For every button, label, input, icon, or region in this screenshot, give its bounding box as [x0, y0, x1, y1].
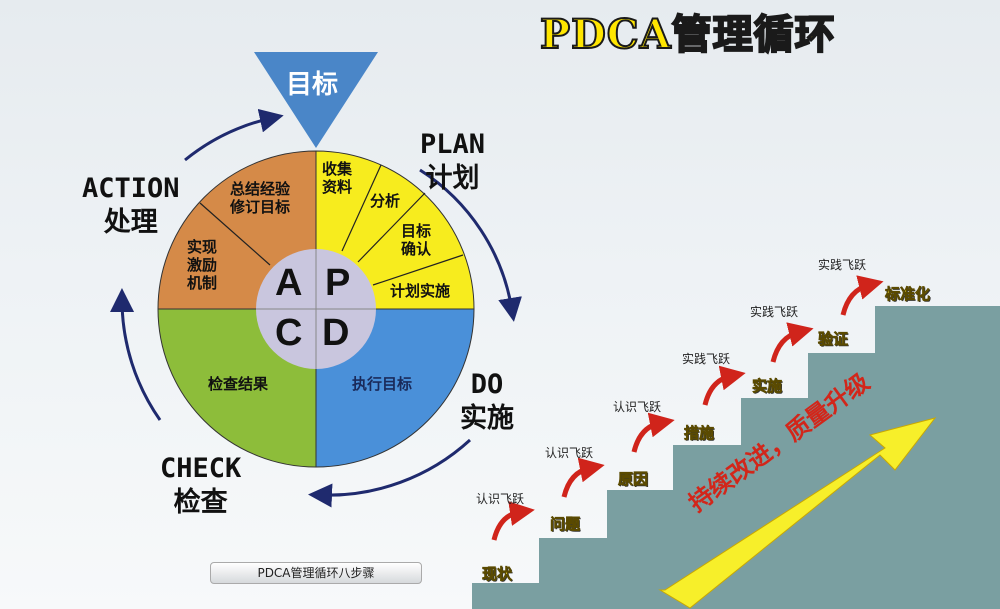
leap-label: 实践飞跃 [818, 258, 867, 272]
segment-execute: 执行目标 [352, 375, 413, 393]
leap-label: 实践飞跃 [750, 305, 799, 319]
segment-analyze: 分析 [370, 192, 401, 210]
leap-arrows [491, 275, 884, 541]
segment-check-results: 检查结果 [208, 375, 269, 393]
main-title: PDCA管理循环 [539, 10, 836, 59]
letter-p: P [325, 262, 351, 304]
step-label: 现状 [482, 565, 513, 584]
do-arrow [308, 438, 472, 508]
step-label: 标准化 [885, 285, 931, 304]
leap-label: 认识飞跃 [476, 492, 525, 506]
letter-a: A [275, 262, 303, 304]
step-label: 措施 [684, 424, 715, 443]
goal-triangle [254, 52, 378, 148]
step-label: 问题 [550, 515, 581, 534]
step-label: 实施 [752, 377, 783, 396]
check-arrow [110, 288, 162, 421]
plan-arrow [419, 168, 522, 322]
segment-summarize: 总结经验 修订目标 [230, 180, 291, 216]
leap-label: 认识飞跃 [545, 446, 594, 460]
action-arrow [184, 108, 284, 162]
caption-label: PDCA管理循环八步骤 [210, 562, 422, 584]
letter-c: C [275, 312, 303, 354]
leap-label: 实践飞跃 [682, 352, 731, 366]
goal-label: 目标 [286, 70, 339, 100]
staircase [472, 306, 1000, 609]
leap-label: 认识飞跃 [613, 400, 662, 414]
segment-incentive: 实现 激励 机制 [187, 238, 218, 292]
step-label: 原因 [618, 470, 649, 489]
improvement-arrow [658, 417, 937, 609]
step-label: 验证 [818, 330, 849, 349]
segment-plan-implement: 计划实施 [390, 282, 451, 300]
segment-dividers [199, 164, 464, 286]
letter-d: D [322, 312, 350, 354]
segment-confirm: 目标 确认 [401, 222, 432, 258]
segment-collect: 收集 资料 [322, 160, 353, 196]
